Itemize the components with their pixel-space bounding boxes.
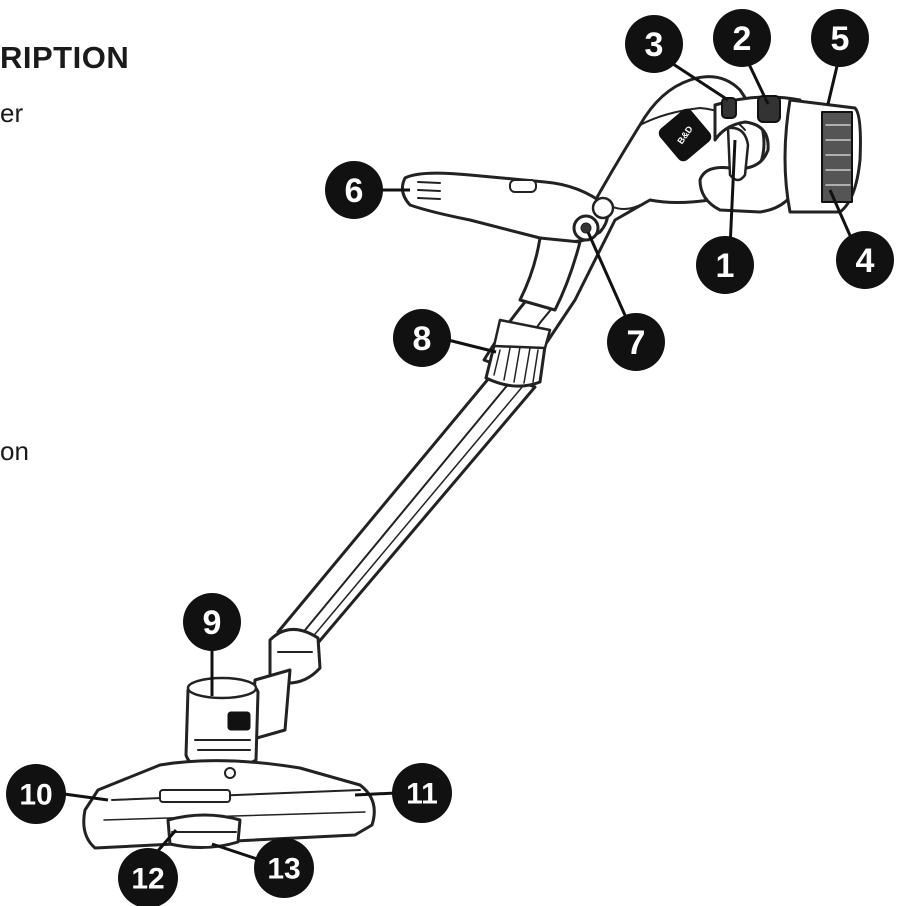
trimmer-head-motor [184,676,260,772]
section-heading: RIPTION [0,40,130,75]
leader-line-11 [354,791,397,797]
callout-3-label: 3 [645,26,664,64]
shaft [276,370,537,652]
callout-11: 11 [392,763,452,823]
callout-2-label: 2 [733,20,752,58]
auxiliary-handle [400,171,615,312]
callout-2: 2 [713,9,771,67]
spool [166,813,242,850]
lock-off-button [721,95,781,123]
battery-pack [783,98,862,214]
trimmer-illustration: B&D [82,75,862,850]
leader-line-5 [826,61,840,105]
callout-8-label: 8 [413,320,432,358]
leader-line-1 [728,139,737,249]
callout-13: 13 [254,838,314,898]
callout-10: 10 [6,764,66,824]
callout-4: 4 [836,231,894,289]
callout-7-label: 7 [627,324,646,362]
callout-12: 12 [118,848,178,906]
callout-1: 1 [696,236,754,294]
callout-5: 5 [811,9,869,67]
callout-6-label: 6 [345,172,364,210]
description-text-fragment: er [0,98,24,128]
leader-line-2 [746,61,770,105]
callout-11-label: 11 [406,778,438,811]
guard [82,759,376,850]
height-adjustment-collar [484,318,552,388]
lower-coupler [248,628,322,742]
leader-line-10 [63,792,109,802]
callout-5-label: 5 [831,20,850,58]
callout-badges: 1 2 3 4 5 6 7 8 [6,9,894,906]
leader-line-4 [828,189,854,241]
callout-8: 8 [393,309,451,367]
callout-1-label: 1 [716,247,735,285]
callout-13-label: 13 [267,853,300,886]
callout-6: 6 [325,161,383,219]
callout-9: 9 [183,593,241,651]
callout-10-label: 10 [19,779,52,812]
leader-line-7 [586,231,630,323]
callout-9-label: 9 [203,604,222,642]
leader-line-3 [669,60,729,102]
callout-12-label: 12 [131,863,164,896]
leader-line-8 [447,338,497,354]
description-text-fragment: on [0,436,29,466]
callout-4-label: 4 [856,242,875,280]
callout-7: 7 [607,313,665,371]
callout-3: 3 [625,15,683,73]
